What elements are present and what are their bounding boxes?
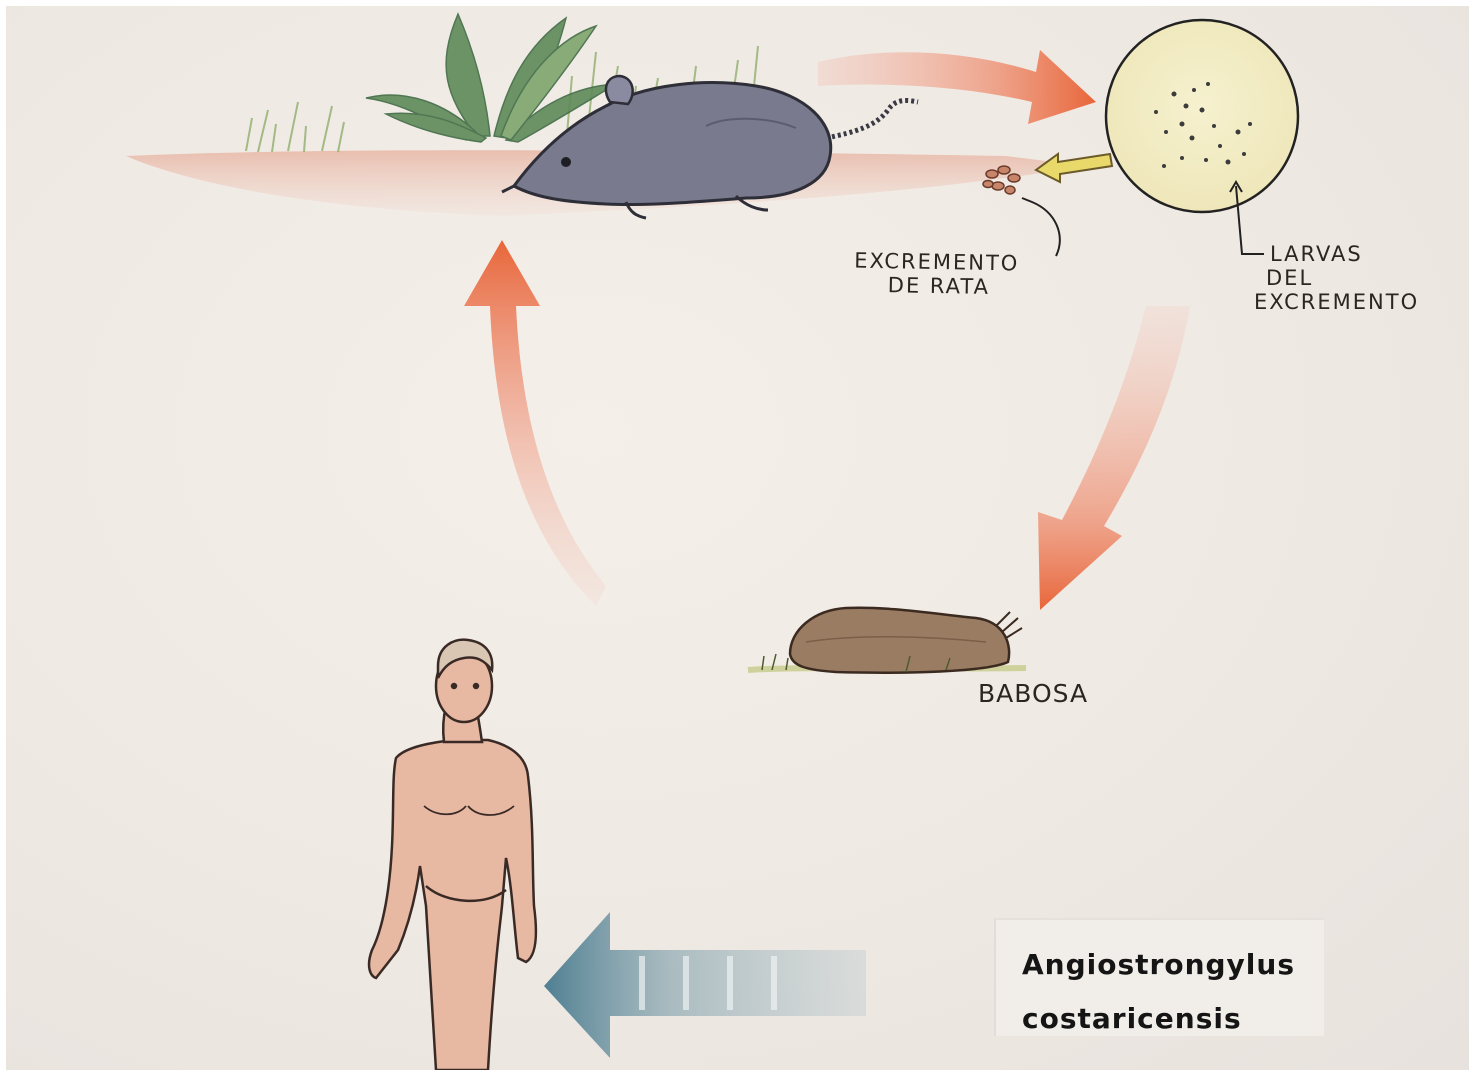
magnify-arrow-icon	[1036, 154, 1112, 182]
larvas-label-line3: EXCREMENTO	[1254, 290, 1419, 314]
excremento-label: EXCREMENTO DE RATA	[854, 249, 1020, 300]
excremento-label-line2: DE RATA	[854, 273, 1020, 300]
human-figure-icon	[369, 640, 536, 1070]
babosa-label: BABOSA	[978, 682, 1088, 706]
excremento-label-line1: EXCREMENTO	[854, 249, 1020, 276]
blue-arrow-icon	[544, 912, 866, 1058]
species-title-line2: costaricensis	[1022, 992, 1295, 1046]
larvas-label-line1: LARVAS	[1254, 242, 1419, 266]
arrow-rat-to-larvae	[818, 50, 1096, 124]
diagram-artwork	[6, 6, 1469, 1070]
arrow-to-rat	[464, 240, 606, 606]
arrow-larvae-to-slug	[1038, 306, 1190, 610]
larvas-label-line2: DEL	[1254, 266, 1419, 290]
larvas-label: LARVAS DEL EXCREMENTO	[1254, 242, 1419, 314]
species-title: Angiostrongylus costaricensis	[1022, 938, 1295, 1046]
slug-icon	[748, 608, 1026, 673]
magnified-larvae-circle	[1106, 20, 1298, 212]
species-title-line1: Angiostrongylus	[1022, 938, 1295, 992]
excrement-pointer-line	[1022, 198, 1060, 256]
lifecycle-diagram: EXCREMENTO DE RATA LARVAS DEL EXCREMENTO…	[6, 6, 1469, 1070]
